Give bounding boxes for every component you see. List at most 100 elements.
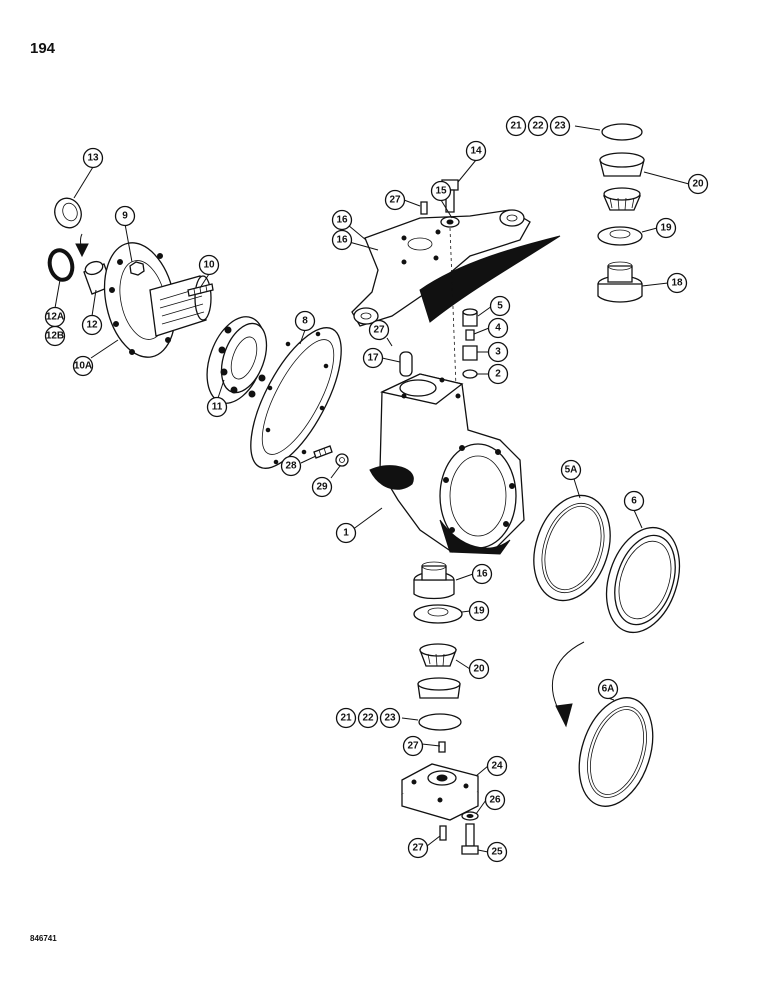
callout-28: 28 — [280, 455, 302, 477]
svg-text:26: 26 — [489, 795, 501, 806]
svg-text:9: 9 — [122, 211, 128, 222]
part-ring-12 — [47, 248, 75, 282]
part-washer-19-bottom — [413, 604, 463, 624]
part-bearing-cup-6 — [605, 526, 681, 634]
svg-text:4: 4 — [495, 323, 501, 334]
callout-2: 2 — [487, 363, 509, 385]
callout-26: 26 — [484, 789, 506, 811]
callout-5a: 5A — [560, 459, 582, 481]
part-kingpin-18-bottom — [413, 561, 455, 600]
callout-19-bottom: 19 — [468, 600, 490, 622]
part-bearing-cone-20-bottom — [419, 643, 457, 667]
callout-18: 18 — [666, 272, 688, 294]
reference-code: 846741 — [30, 934, 57, 943]
callout-4: 4 — [487, 317, 509, 339]
part-washer-19-top — [597, 226, 643, 246]
callout-6a: 6A — [597, 678, 619, 700]
part-fitting-3 — [462, 345, 478, 361]
svg-text:21: 21 — [510, 121, 522, 132]
svg-text:28: 28 — [285, 461, 297, 472]
svg-text:17: 17 — [367, 353, 379, 364]
callout-24: 24 — [486, 755, 508, 777]
part-bolt-25 — [461, 823, 479, 855]
svg-text:22: 22 — [362, 713, 374, 724]
callout-3: 3 — [487, 341, 509, 363]
svg-text:8: 8 — [302, 316, 308, 327]
callout-23-bottom: 23 — [379, 707, 401, 729]
svg-text:6A: 6A — [602, 684, 615, 695]
svg-text:25: 25 — [491, 847, 503, 858]
direction-arrow — [551, 641, 585, 728]
callout-11: 12 — [81, 314, 103, 336]
svg-text:19: 19 — [473, 606, 485, 617]
part-shim-bottom — [418, 713, 462, 731]
svg-text:16: 16 — [476, 569, 488, 580]
callout-9: 8 — [294, 310, 316, 332]
svg-text:16: 16 — [336, 235, 348, 246]
part-hub-10 — [103, 242, 212, 358]
part-cap-24 — [401, 763, 479, 821]
part-gasket-9 — [250, 327, 342, 469]
part-seal-12b — [54, 197, 82, 229]
part-cap-5 — [462, 308, 478, 327]
part-bearing-cup-20-bottom — [417, 677, 461, 699]
callout-16-bottom: 16 — [471, 563, 493, 585]
direction-arrow-small — [75, 233, 89, 258]
part-setscrew-28 — [313, 445, 333, 459]
svg-text:22: 22 — [532, 121, 544, 132]
part-shim-top — [601, 123, 643, 141]
svg-text:24: 24 — [491, 761, 503, 772]
svg-text:5A: 5A — [565, 465, 578, 476]
svg-text:23: 23 — [384, 713, 396, 724]
svg-text:1: 1 — [343, 528, 349, 539]
callout-27-bottom: 27 — [407, 837, 429, 859]
part-washer-14 — [440, 216, 460, 228]
callout-22-bottom: 22 — [357, 707, 379, 729]
part-knuckle-housing-1 — [369, 373, 525, 555]
svg-text:3: 3 — [495, 347, 501, 358]
svg-text:27: 27 — [389, 195, 401, 206]
callout-17: 17 — [362, 347, 384, 369]
svg-text:6: 6 — [631, 496, 637, 507]
callout-27-mid: 27 — [368, 319, 390, 341]
part-pin-27-top — [420, 201, 428, 215]
svg-text:27: 27 — [407, 741, 419, 752]
svg-text:21: 21 — [340, 713, 352, 724]
svg-text:14: 14 — [470, 146, 482, 157]
callout-1: 1 — [335, 522, 357, 544]
part-seal-6a — [578, 697, 654, 807]
page-number: 194 — [30, 40, 56, 57]
svg-text:5: 5 — [497, 301, 503, 312]
svg-text:19: 19 — [660, 223, 672, 234]
callout-29: 29 — [311, 476, 333, 498]
part-bearing-10a — [206, 316, 268, 404]
svg-text:13: 13 — [87, 153, 99, 164]
part-stud-8 — [187, 283, 214, 297]
callout-10: 10A — [72, 355, 94, 377]
svg-text:20: 20 — [473, 664, 485, 675]
svg-text:23: 23 — [554, 121, 566, 132]
callout-12b: 13 — [82, 147, 104, 169]
svg-text:12: 12 — [86, 320, 98, 331]
svg-text:12B: 12B — [46, 331, 64, 342]
part-fitting-4 — [465, 329, 475, 341]
part-nut-29 — [335, 453, 349, 467]
part-kingpin-18-top — [597, 261, 643, 303]
callout-21-top: 21 — [505, 115, 527, 137]
part-pin-27-lower — [439, 825, 447, 841]
callout-7: 9 — [114, 205, 136, 227]
leader-lines — [54, 125, 690, 853]
svg-text:2: 2 — [495, 369, 501, 380]
svg-text:16: 16 — [336, 215, 348, 226]
callout-20-top: 20 — [687, 173, 709, 195]
callout-13: 14 — [465, 140, 487, 162]
callout-10a: 11 — [206, 396, 228, 418]
part-steering-arm — [351, 209, 561, 327]
callout-12: 12A — [44, 306, 66, 328]
svg-text:27: 27 — [412, 843, 424, 854]
part-bearing-cone-20-top — [603, 187, 641, 211]
svg-text:20: 20 — [692, 179, 704, 190]
svg-text:15: 15 — [435, 186, 447, 197]
callout-20-bottom: 20 — [468, 658, 490, 680]
